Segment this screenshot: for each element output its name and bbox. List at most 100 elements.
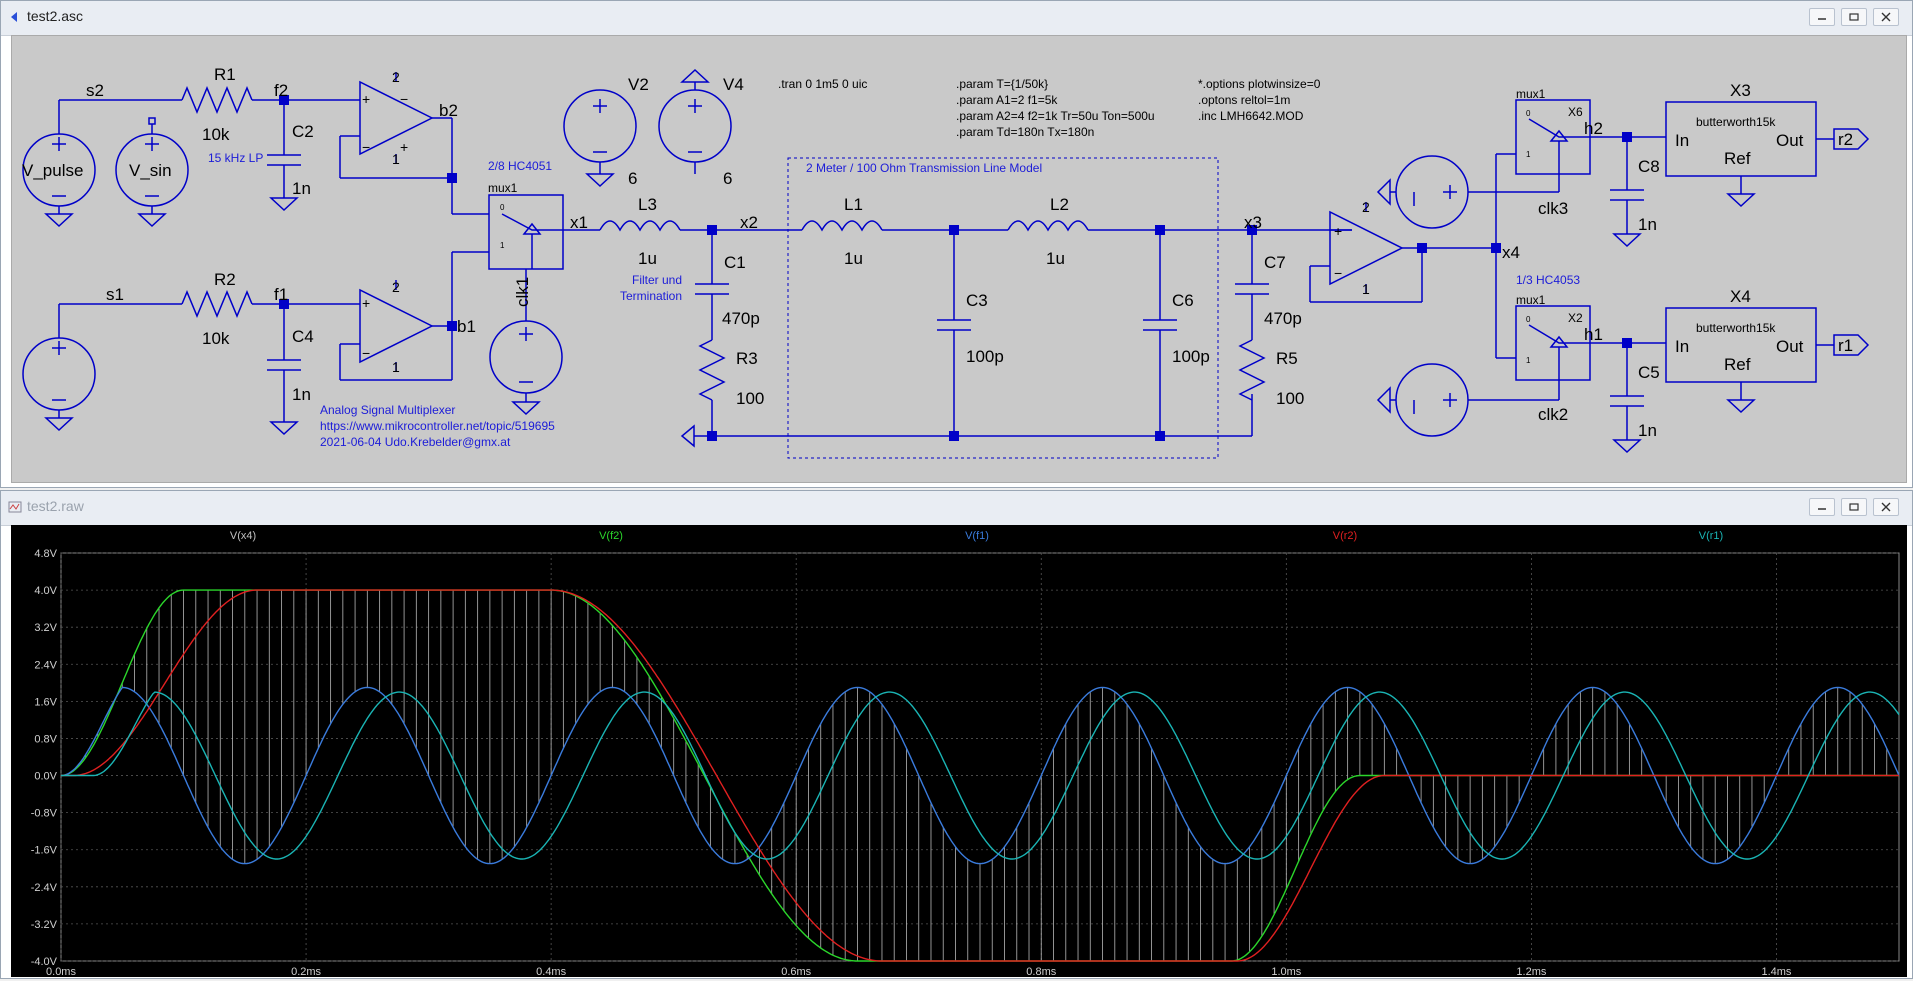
- x2-mux-label: mux1: [1516, 293, 1546, 307]
- series-vr2: [61, 589, 1899, 962]
- net-x2: x2: [740, 213, 758, 232]
- net-f2: f2: [274, 81, 288, 100]
- schematic-canvas[interactable]: R1 10k R2 10k C2 1n C4 1n V_pulse V_sin …: [11, 35, 1907, 483]
- waveform-icon: [8, 501, 22, 513]
- minimize-button[interactable]: [1809, 8, 1835, 26]
- opamp-top-pin2: 2: [392, 69, 400, 85]
- c4-label: C4: [292, 327, 314, 346]
- options-2[interactable]: .optons reltol=1m: [1198, 93, 1290, 107]
- y-tick-label: 2.4V: [34, 659, 57, 671]
- restore-button[interactable]: [1841, 498, 1867, 516]
- param-2[interactable]: .param A1=2 f1=5k: [956, 93, 1058, 107]
- c4-value: 1n: [292, 385, 311, 404]
- net-x1: x1: [570, 213, 588, 232]
- r3-value: 100: [736, 389, 764, 408]
- x3-out-pin: Out: [1776, 131, 1804, 150]
- y-tick-label: -2.4V: [31, 882, 58, 894]
- param-3[interactable]: .param A2=4 f2=1k Tr=50u Ton=500u: [956, 109, 1155, 123]
- param-4[interactable]: .param Td=180n Tx=180n: [956, 125, 1094, 139]
- opamp-top-minus2: −: [362, 139, 370, 155]
- v2-value: 6: [628, 169, 637, 188]
- c2-value: 1n: [292, 179, 311, 198]
- l2-value: 1u: [1046, 249, 1065, 268]
- c7-label: C7: [1264, 253, 1286, 272]
- param-1[interactable]: .param T={1/50k}: [956, 77, 1048, 91]
- schematic-titlebar[interactable]: test2.asc: [1, 1, 1912, 36]
- c7-value: 470p: [1264, 309, 1302, 328]
- c8-label: C8: [1638, 157, 1660, 176]
- net-s1: s1: [106, 285, 124, 304]
- r5-label: R5: [1276, 349, 1298, 368]
- net-b1: b1: [457, 317, 476, 336]
- c2-label: C2: [292, 122, 314, 141]
- opamp-top-minus: −: [400, 91, 408, 107]
- legend-vx4: V(x4): [230, 530, 256, 542]
- tran-directive[interactable]: .tran 0 1m5 0 uic: [778, 77, 867, 91]
- series-v-x4: [72, 590, 1888, 961]
- opamp-out-pin2: 2: [1362, 199, 1370, 215]
- clk1-label: clk1: [513, 277, 532, 307]
- close-button[interactable]: [1873, 498, 1899, 516]
- schematic-title: test2.asc: [27, 8, 84, 24]
- opamp-top-plus2: +: [400, 139, 408, 155]
- options-1[interactable]: *.options plotwinsize=0: [1198, 77, 1321, 91]
- legend-vr1: V(r1): [1699, 530, 1723, 542]
- opamp-bot-plus: +: [362, 295, 370, 311]
- waveform-titlebar[interactable]: test2.raw: [1, 491, 1912, 526]
- filter-note-1: Filter und: [632, 273, 682, 287]
- r1-value: 10k: [202, 125, 230, 144]
- clk2-label: clk2: [1538, 405, 1568, 424]
- mux1-pin1: 1: [500, 241, 505, 250]
- net-x4: x4: [1502, 243, 1520, 262]
- hc4053-note: 1/3 HC4053: [1516, 273, 1580, 287]
- mux1-pin0: 0: [500, 203, 505, 212]
- close-button[interactable]: [1873, 8, 1899, 26]
- x4-model: butterworth15k: [1696, 321, 1776, 335]
- minimize-button[interactable]: [1809, 498, 1835, 516]
- x4-label: X4: [1730, 287, 1751, 306]
- info-note-1: Analog Signal Multiplexer: [320, 403, 455, 417]
- net-r2: r2: [1838, 130, 1853, 149]
- x-tick-label: 0.4ms: [536, 966, 566, 977]
- c6-value: 100p: [1172, 347, 1210, 366]
- x-tick-label: 0.2ms: [291, 966, 321, 977]
- mux1-label: mux1: [488, 181, 518, 195]
- x-tick-label: 0.0ms: [46, 966, 76, 977]
- x-tick-label: 1.0ms: [1271, 966, 1301, 977]
- net-h1: h1: [1584, 325, 1603, 344]
- x3-in-pin: In: [1675, 131, 1689, 150]
- x-tick-label: 0.8ms: [1026, 966, 1056, 977]
- net-s2: s2: [86, 81, 104, 100]
- v-sin-label: V_sin: [129, 161, 172, 180]
- y-tick-label: 4.8V: [34, 548, 57, 560]
- l2-label: L2: [1050, 195, 1069, 214]
- x2-pin0: 0: [1526, 315, 1531, 324]
- restore-button[interactable]: [1841, 8, 1867, 26]
- series-vf1: [60, 686, 1900, 865]
- c5-label: C5: [1638, 363, 1660, 382]
- y-tick-label: 1.6V: [34, 696, 57, 708]
- waveform-plot[interactable]: 4.8V4.0V3.2V2.4V1.6V0.8V0.0V-0.8V-1.6V-2…: [11, 525, 1907, 978]
- x6-label: X6: [1568, 105, 1583, 119]
- y-tick-label: -4.0V: [31, 956, 58, 968]
- x4-in-pin: In: [1675, 337, 1689, 356]
- opamp-out-plus: +: [1334, 223, 1342, 239]
- series-vr1: [61, 691, 1900, 860]
- l1-value: 1u: [844, 249, 863, 268]
- x4-ref-pin: Ref: [1724, 355, 1751, 374]
- net-h2: h2: [1584, 119, 1603, 138]
- options-3[interactable]: .inc LMH6642.MOD: [1198, 109, 1304, 123]
- opamp-out-pin1: 1: [1362, 281, 1370, 297]
- lp-note: 15 kHz LP: [208, 151, 263, 165]
- x-tick-label: 1.4ms: [1761, 966, 1791, 977]
- ltspice-schematic-icon: [11, 12, 17, 22]
- l1-label: L1: [844, 195, 863, 214]
- opamp-out-minus: −: [1334, 265, 1342, 281]
- r5-value: 100: [1276, 389, 1304, 408]
- opamp-bot-pin2: 2: [392, 279, 400, 295]
- x-tick-label: 1.2ms: [1516, 966, 1546, 977]
- net-x3: x3: [1244, 213, 1262, 232]
- r1-label: R1: [214, 65, 236, 84]
